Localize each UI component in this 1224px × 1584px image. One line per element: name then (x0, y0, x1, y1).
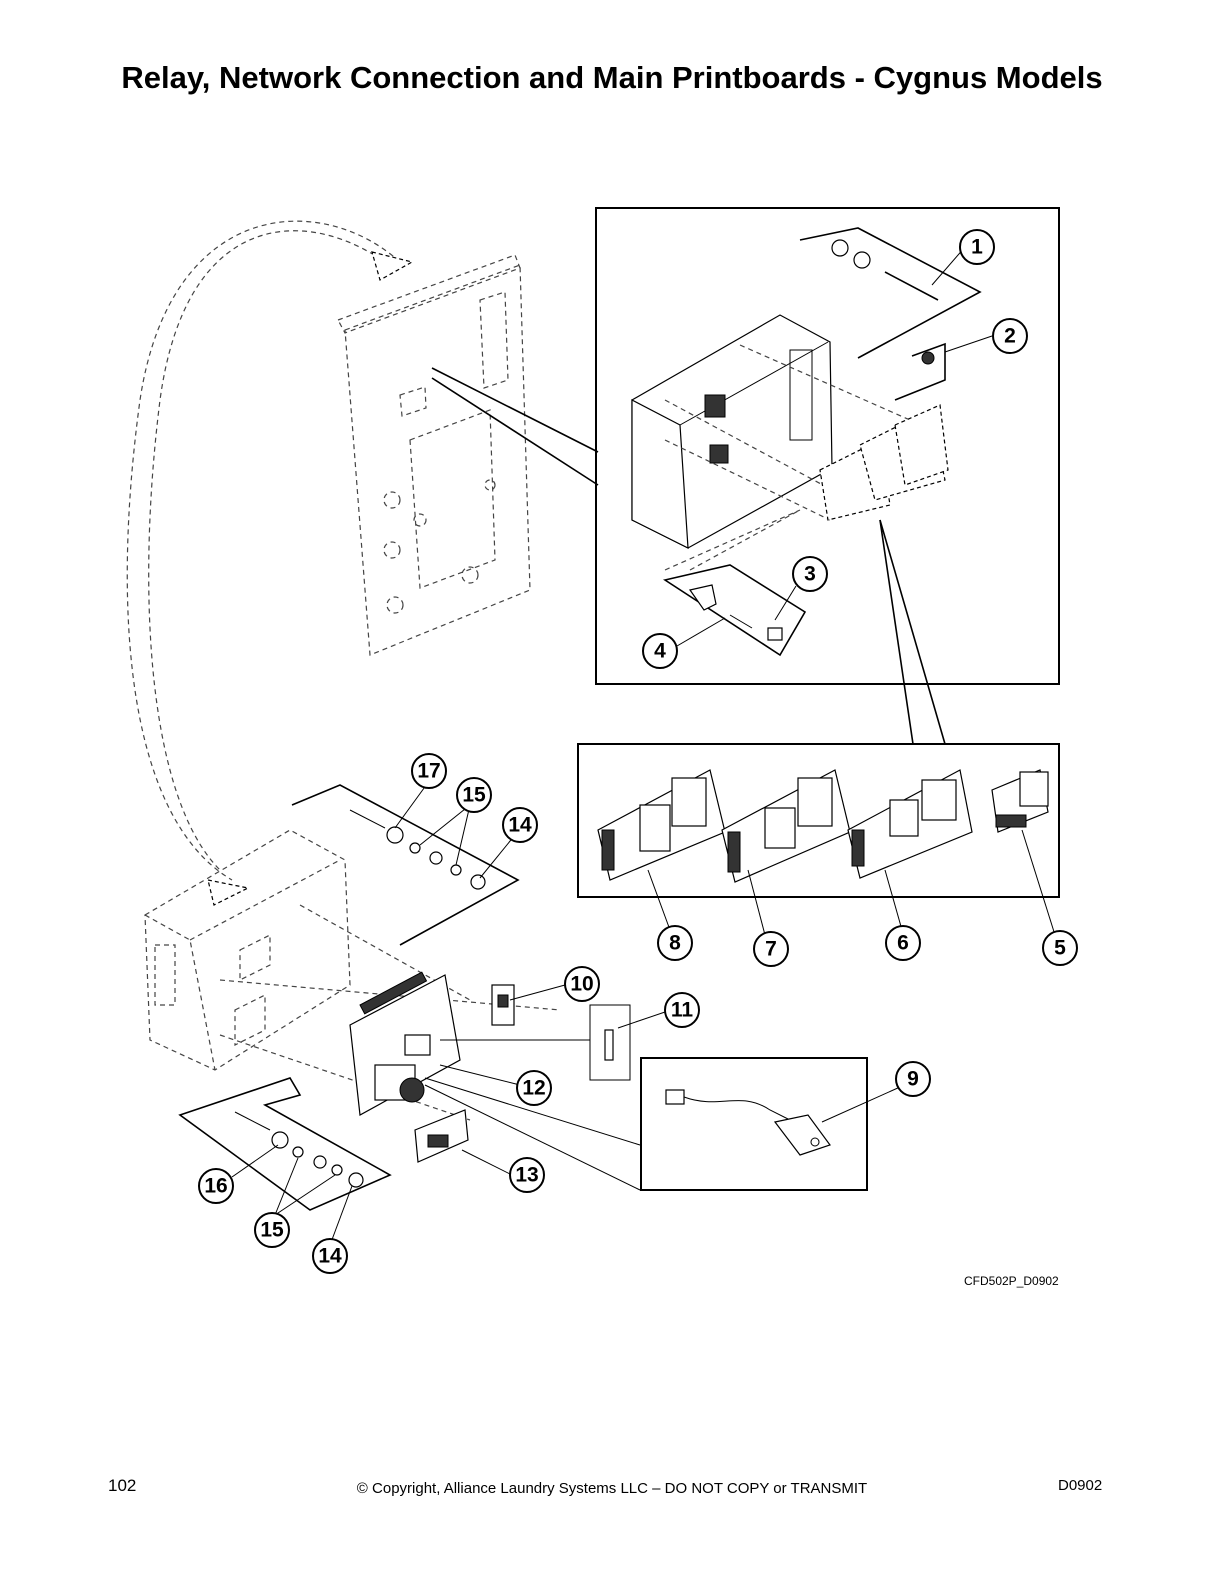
page-number: 102 (108, 1476, 137, 1495)
callout-4: 4 (642, 633, 678, 669)
kit-1-fasteners (799, 227, 982, 359)
detail-box-sensor (640, 1057, 868, 1191)
callout-14-upper: 14 (502, 807, 538, 843)
svg-text:15: 15 (462, 784, 486, 807)
callout-9: 9 (895, 1061, 931, 1097)
svg-text:10: 10 (570, 973, 593, 996)
document-id: D0902 (1058, 1477, 1103, 1494)
callout-8: 8 (657, 925, 693, 961)
main-printboard (349, 971, 461, 1116)
callout-6: 6 (885, 925, 921, 961)
svg-text:9: 9 (907, 1068, 919, 1091)
leader-lines (231, 246, 1056, 1246)
callout-2: 2 (992, 318, 1028, 354)
svg-text:1: 1 (971, 236, 983, 259)
callout-3: 3 (792, 556, 828, 592)
svg-text:6: 6 (897, 932, 909, 955)
upper-hardware-kit (291, 784, 520, 946)
svg-text:17: 17 (417, 760, 440, 783)
callout-12: 12 (516, 1070, 552, 1106)
upper-control-panel (337, 254, 531, 656)
lower-control-panel (144, 829, 561, 1121)
callout-5: 5 (1042, 930, 1078, 966)
relay-board-7 (721, 769, 851, 883)
svg-text:3: 3 (804, 563, 816, 586)
svg-text:5: 5 (1054, 937, 1066, 960)
svg-text:14: 14 (318, 1245, 342, 1268)
callout-13: 13 (509, 1157, 545, 1193)
standoff-part-2 (894, 342, 946, 401)
relay-board-5 (991, 769, 1049, 833)
callout-15-lower: 15 (254, 1212, 290, 1248)
callout-14-lower: 14 (312, 1238, 348, 1274)
fuse-holder-kit (662, 564, 807, 657)
detail-box-top (595, 207, 1060, 685)
page-title: Relay, Network Connection and Main Print… (121, 60, 1103, 95)
callout-15-upper: 15 (456, 777, 492, 813)
svg-text:2: 2 (1004, 325, 1016, 348)
lower-hardware-kit (178, 1077, 392, 1211)
svg-text:16: 16 (204, 1175, 227, 1198)
copyright-footer: © Copyright, Alliance Laundry Systems LL… (356, 1480, 868, 1497)
network-board-10 (491, 984, 515, 1026)
assembly-arrow (126, 220, 414, 906)
svg-text:12: 12 (522, 1077, 545, 1100)
svg-text:14: 14 (508, 814, 532, 837)
callout-7: 7 (753, 931, 789, 967)
svg-text:13: 13 (515, 1164, 538, 1187)
callout-10: 10 (564, 966, 600, 1002)
svg-text:8: 8 (669, 932, 681, 955)
board-13 (414, 1109, 469, 1163)
svg-text:11: 11 (671, 999, 694, 1022)
relay-board-6 (847, 769, 973, 879)
relay-bracket (631, 314, 911, 571)
label-11 (589, 1004, 631, 1081)
svg-text:4: 4 (654, 640, 666, 663)
callout-17: 17 (411, 753, 447, 789)
relay-board-8 (597, 769, 726, 881)
relay-mount-modules (819, 404, 949, 521)
callout-11: 11 (664, 992, 700, 1028)
temperature-sensor-9 (665, 1089, 831, 1156)
svg-text:7: 7 (765, 938, 777, 961)
svg-text:15: 15 (260, 1219, 284, 1242)
callout-16: 16 (198, 1168, 234, 1204)
detail-box-relays (577, 743, 1060, 898)
figure-code: CFD502P_D0902 (964, 1274, 1059, 1288)
callout-1: 1 (959, 229, 995, 265)
